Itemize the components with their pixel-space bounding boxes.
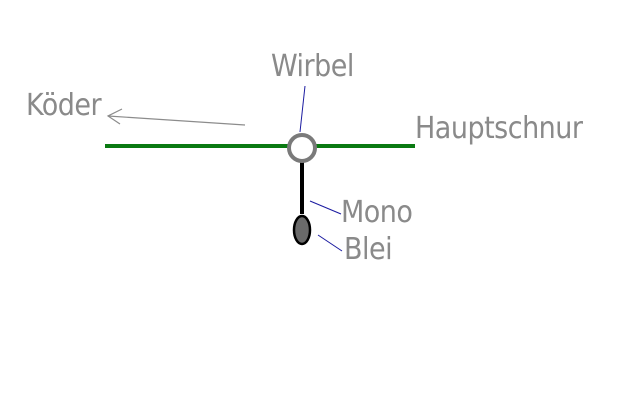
leader-line-mono <box>309 200 342 215</box>
label-hauptschnur: Hauptschnur <box>415 111 584 146</box>
label-mono: Mono <box>341 195 412 230</box>
label-koeder: Köder <box>26 88 102 123</box>
leader-line-blei <box>317 234 343 252</box>
bait-direction-arrow <box>106 108 246 126</box>
label-blei: Blei <box>344 232 392 267</box>
swivel-ring <box>287 133 317 163</box>
label-wirbel: Wirbel <box>271 49 354 84</box>
leader-line-wirbel <box>299 85 306 133</box>
lead-weight <box>292 214 312 246</box>
